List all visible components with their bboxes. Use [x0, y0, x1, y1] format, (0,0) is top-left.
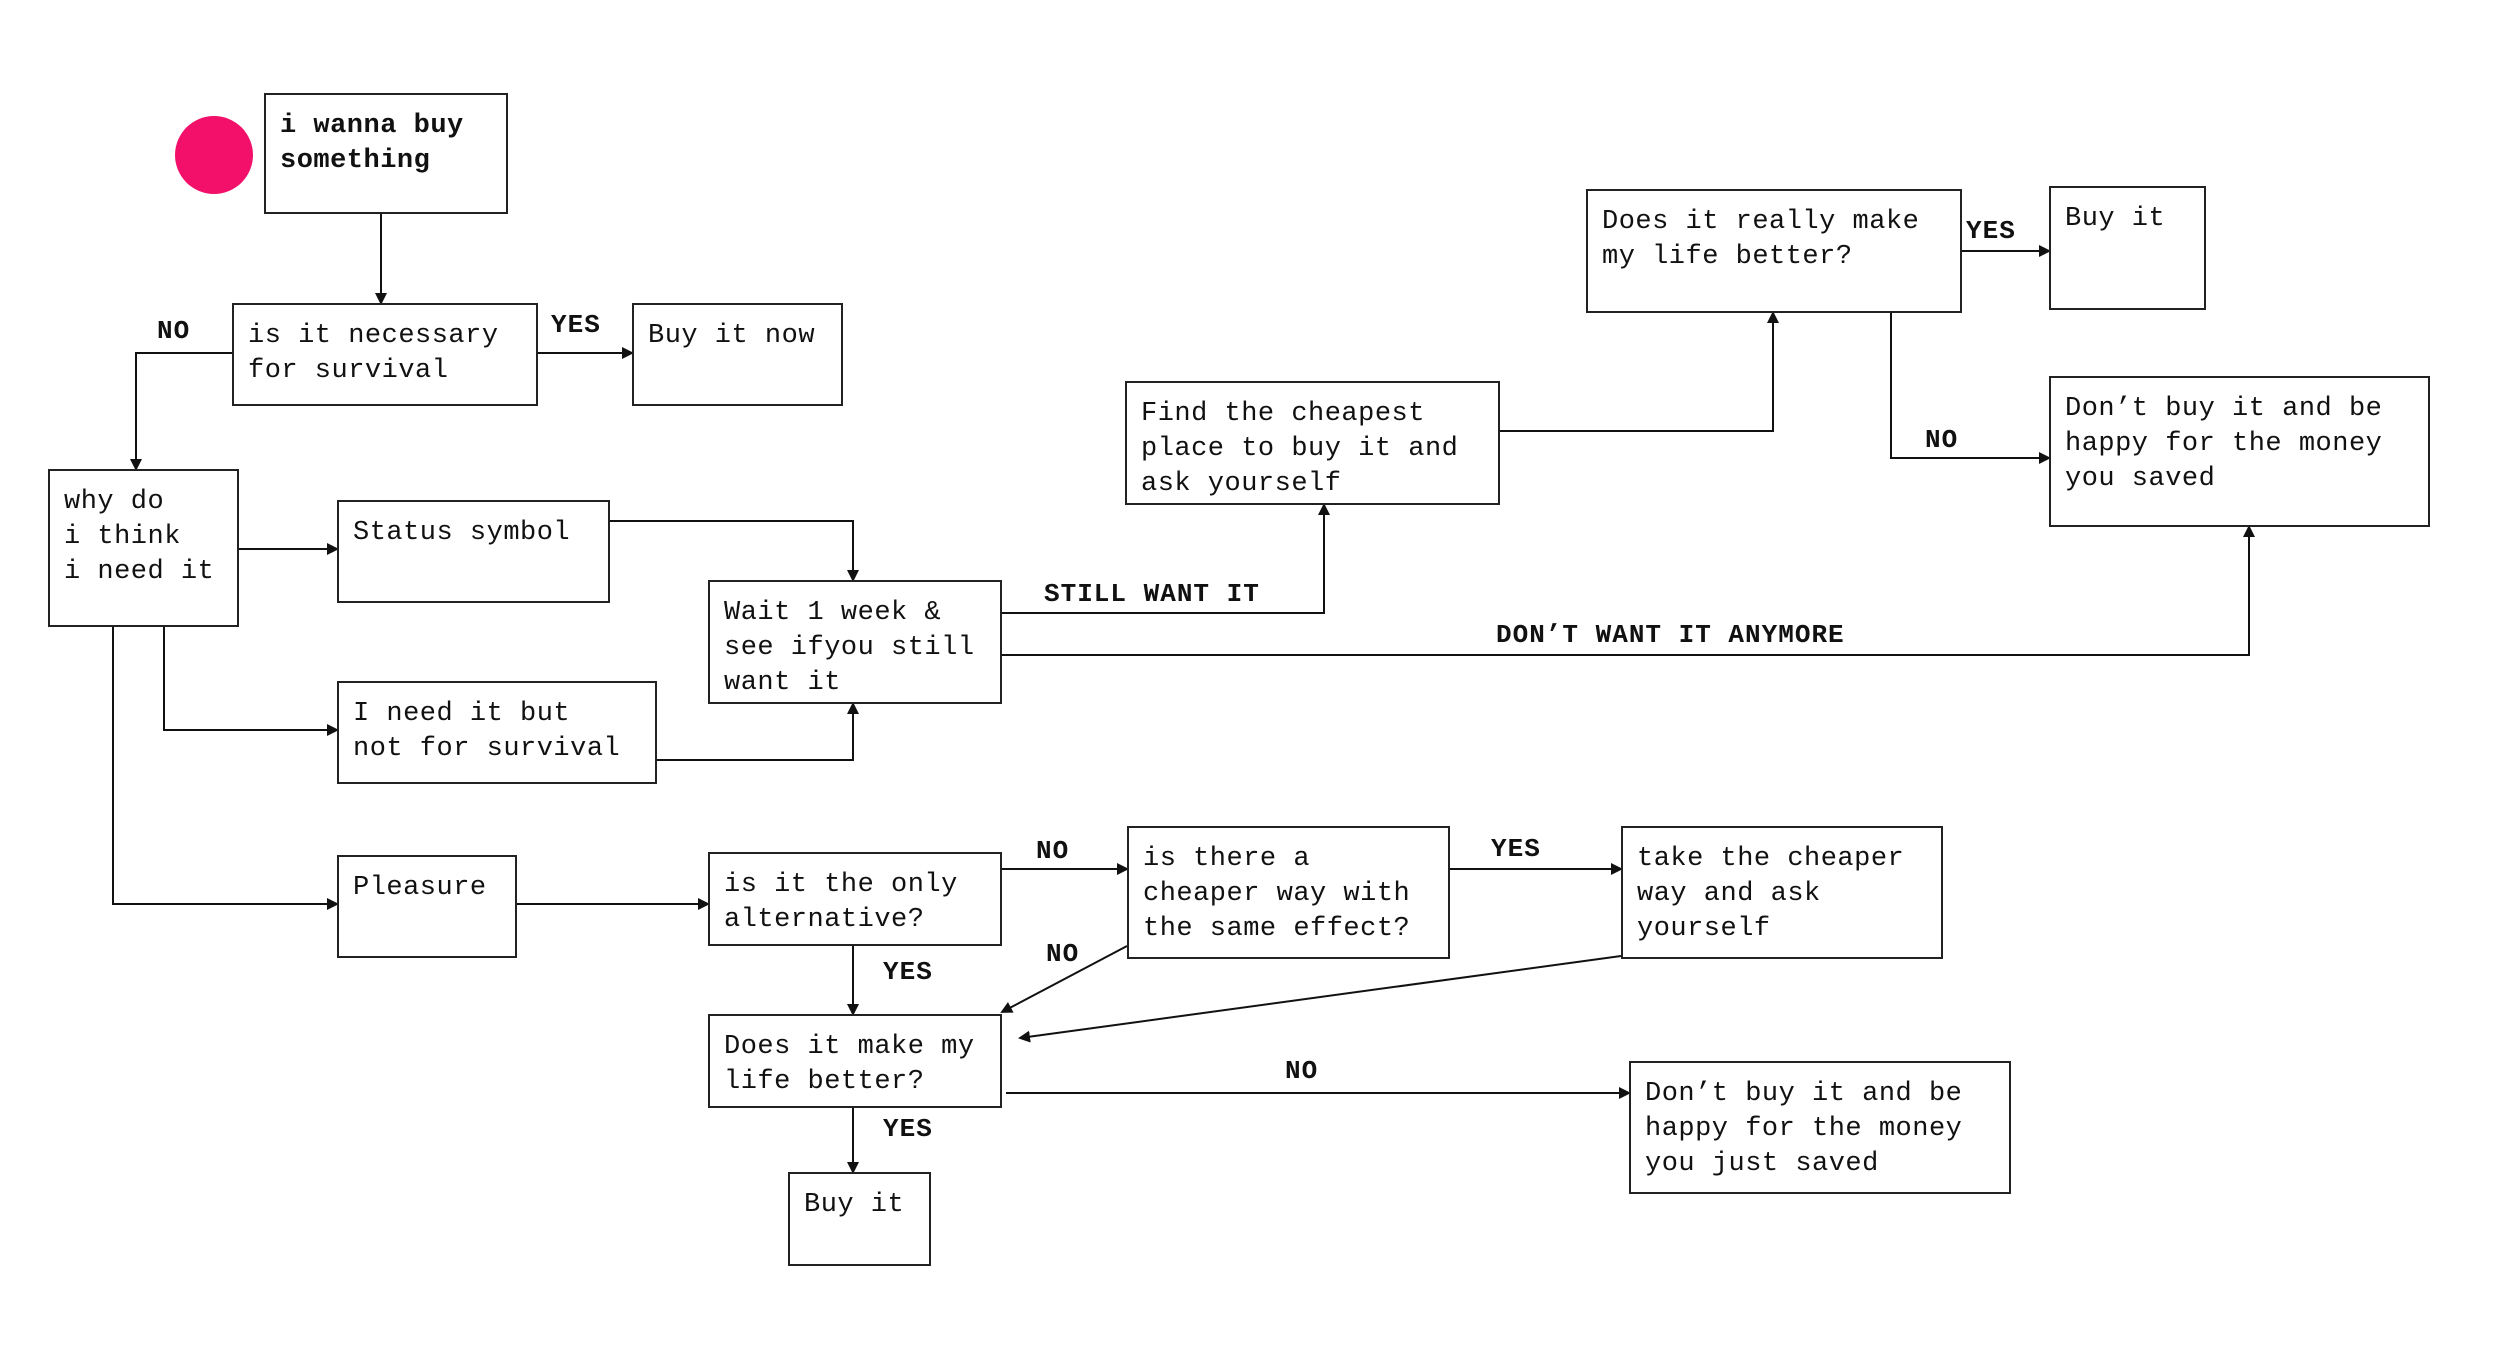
label-yes-better: YES: [883, 1114, 933, 1144]
node-take-cheaper: take the cheaper way and ask yourself: [1621, 826, 1943, 959]
label-no-cheaper: NO: [1046, 939, 1080, 969]
start-marker: [175, 116, 253, 194]
label-yes-cheaper: YES: [1491, 834, 1541, 864]
edge-wait-to-cheapest: [1002, 503, 1330, 614]
edge-why-to-pleasure: [112, 627, 339, 910]
label-no-better: NO: [1285, 1056, 1319, 1086]
label-dont-want-it: DON’T WANT IT ANYMORE: [1496, 620, 1845, 650]
node-make-better: Does it make my life better?: [708, 1014, 1002, 1108]
label-yes-only: YES: [883, 957, 933, 987]
edge-status-to-wait: [610, 520, 859, 582]
node-pleasure: Pleasure: [337, 855, 517, 958]
node-buy-it-bottom: Buy it: [788, 1172, 931, 1266]
edge-need-to-wait: [657, 702, 859, 761]
node-cheaper-way: is there a cheaper way with the same eff…: [1127, 826, 1450, 959]
node-buy-it-now: Buy it now: [632, 303, 843, 406]
edge-really-to-dont-buy-top: [1890, 313, 2051, 464]
label-no-survival: NO: [157, 316, 191, 346]
node-status-symbol: Status symbol: [337, 500, 610, 603]
node-find-cheapest: Find the cheapest place to buy it and as…: [1125, 381, 1500, 505]
node-wait-one-week: Wait 1 week & see ifyou still want it: [708, 580, 1002, 704]
edge-cheaper-to-make-better: [1000, 945, 1128, 1013]
node-buy-it-top: Buy it: [2049, 186, 2206, 310]
edge-wait-to-dont-buy-top: [1002, 525, 2255, 656]
edge-cheapest-to-really: [1500, 311, 1779, 432]
node-only-alternative: is it the only alternative?: [708, 852, 1002, 946]
node-why-do-i-need-it: why do i think i need it: [48, 469, 239, 627]
node-dont-buy-top: Don’t buy it and be happy for the money …: [2049, 376, 2430, 527]
node-necessary-for-survival: is it necessary for survival: [232, 303, 538, 406]
edge-necessary-to-why: [130, 352, 232, 471]
label-no-only: NO: [1036, 836, 1070, 866]
label-still-want-it: STILL WANT IT: [1044, 579, 1260, 609]
label-no-really: NO: [1925, 425, 1959, 455]
label-yes-survival: YES: [551, 310, 601, 340]
edge-why-to-need: [163, 627, 339, 736]
edge-take-to-make-better: [1018, 955, 1622, 1043]
label-yes-really: YES: [1966, 216, 2016, 246]
node-need-not-survival: I need it but not for survival: [337, 681, 657, 784]
node-dont-buy-bottom: Don’t buy it and be happy for the money …: [1629, 1061, 2011, 1194]
node-really-better: Does it really make my life better?: [1586, 189, 1962, 313]
node-start: i wanna buy something: [264, 93, 508, 214]
